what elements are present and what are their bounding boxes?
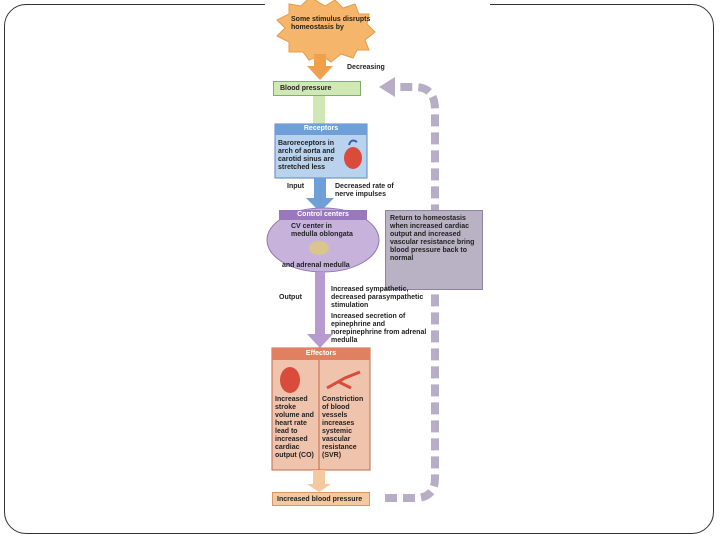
control-center-text: CV center in medulla oblongata (291, 223, 353, 238)
orange-arrow-head (307, 66, 333, 80)
input-arrow (314, 178, 326, 200)
return-box: Return to homeostasis when increased car… (385, 210, 483, 290)
effectors-right-text: Constriction of blood vessels increases … (322, 396, 364, 459)
heart-icon (344, 147, 362, 169)
result-box: Increased blood pressure (272, 492, 370, 506)
input-text: Decreased rate of nerve impulses (335, 183, 394, 198)
control-center-header (279, 210, 367, 220)
blood-vessel-icon (326, 370, 361, 390)
result-label: Increased blood pressure (277, 496, 363, 503)
output-text: Increased sympathetic, decreased parasym… (331, 286, 424, 309)
control-center-text2: and adrenal medulla (282, 262, 350, 269)
feedback-arrow-head (379, 77, 395, 97)
receptors-header (275, 124, 367, 135)
output-arrow (315, 272, 325, 336)
orange-arrow-shaft (314, 54, 326, 68)
arrow-bp-to-receptors (313, 96, 325, 124)
input-arrow-head (306, 198, 334, 212)
output-arrow-head (307, 334, 333, 348)
blood-pressure-label: Blood pressure (280, 85, 332, 92)
input-label: Input (287, 183, 305, 190)
feedback-loop-dashed (385, 83, 439, 502)
homeostasis-diagram: Some stimulus disrupts homeostasis by De… (265, 0, 490, 518)
change-label: Decreasing (347, 64, 385, 71)
stimulus-text: Some stimulus disrupts homeostasis by (291, 16, 371, 31)
receptors-text: Baroreceptors in arch of aorta and carot… (278, 140, 335, 171)
control-center-title: Control centers (297, 211, 349, 218)
blood-pressure-box: Blood pressure (273, 81, 361, 96)
effectors-title: Effectors (305, 350, 337, 357)
return-text: Return to homeostasis when increased car… (390, 215, 475, 262)
diagram-graphics (266, 0, 439, 502)
output-label: Output (279, 294, 302, 301)
output-text2: Increased secretion of epinephrine and n… (331, 313, 427, 344)
arrow-effector-to-result (313, 470, 325, 486)
brain-stem-icon (309, 241, 329, 255)
effector-heart-icon (280, 367, 300, 393)
receptors-title: Receptors (303, 125, 339, 132)
stimulus-burst (276, 0, 376, 63)
effectors-header (272, 348, 370, 360)
arrow-result-head (307, 484, 331, 492)
effectors-left-text: Increased stroke volume and heart rate l… (275, 396, 314, 459)
